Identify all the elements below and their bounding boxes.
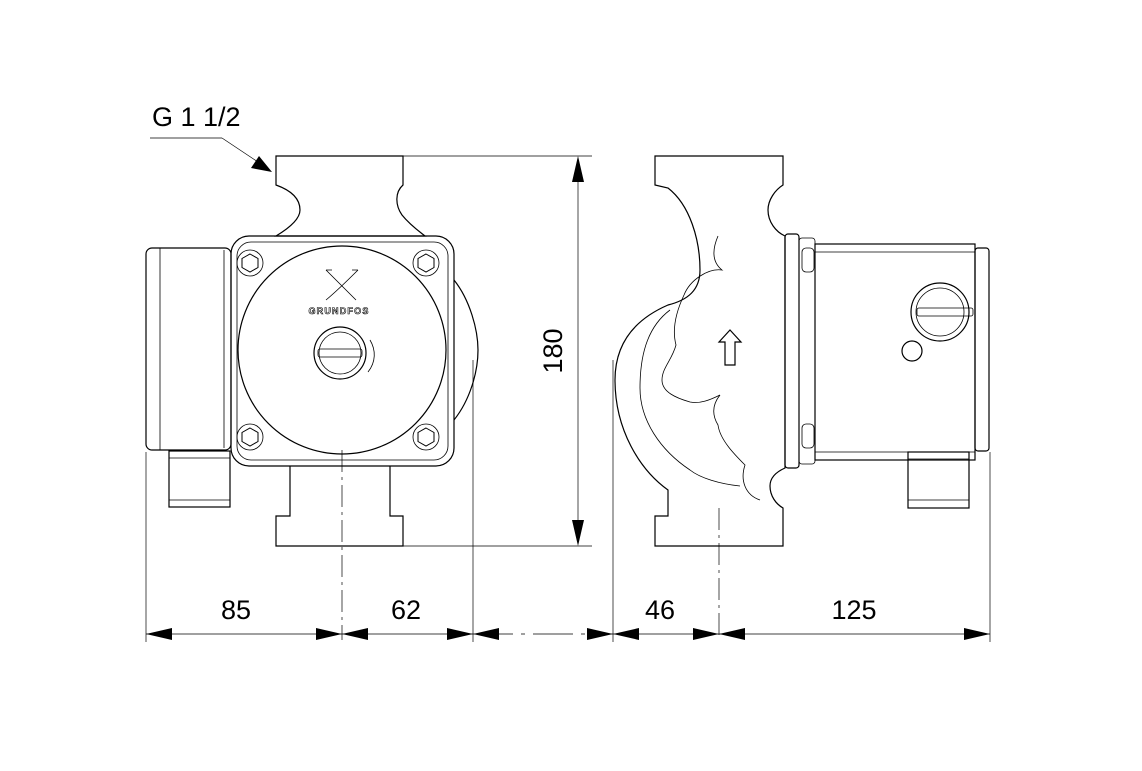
dimension-lines: 180 G 1 1/2 85 62 46 125 [145,102,991,642]
side-view [614,155,990,640]
front-view: GRUNDFOS [145,155,479,640]
brand-logo-icon [325,269,359,301]
front-bolt-bottom-right [412,423,440,451]
side-flange-plate [784,233,800,469]
dimension-side-left-label: 46 [645,595,675,625]
dimension-side-right-label: 125 [831,595,876,625]
side-volute-arc-2 [639,309,671,389]
flow-direction-arrow-icon [717,329,743,366]
front-housing-lower [275,466,404,547]
front-bolt-bottom-left [236,423,264,451]
dimension-front-left-label: 85 [221,595,251,625]
front-bolt-top-left [236,249,264,277]
dimension-height-label: 180 [538,328,568,373]
front-bolt-top-right [412,249,440,277]
side-motor-body [814,243,976,461]
side-indicator-light-icon [901,340,923,362]
front-speed-selector-icon [313,326,375,380]
side-bolt-top [801,247,815,273]
front-housing-bulge [453,279,479,421]
side-end-cap [974,247,990,452]
front-terminal-box [145,247,232,508]
front-flange-plate-inner [236,241,449,461]
side-housing-outline [614,155,786,547]
side-terminal-box [907,451,970,509]
front-motor-circle [237,245,447,455]
brand-logo-text: GRUNDFOS [308,306,369,316]
thread-size-label: G 1 1/2 [152,102,241,132]
side-speed-selector-icon [910,282,974,342]
side-volute-arc [639,387,741,487]
dimension-front-right-label: 62 [391,595,421,625]
side-bolt-bottom [801,423,815,449]
front-housing-outline [273,155,427,237]
side-volute-inner [661,235,761,501]
